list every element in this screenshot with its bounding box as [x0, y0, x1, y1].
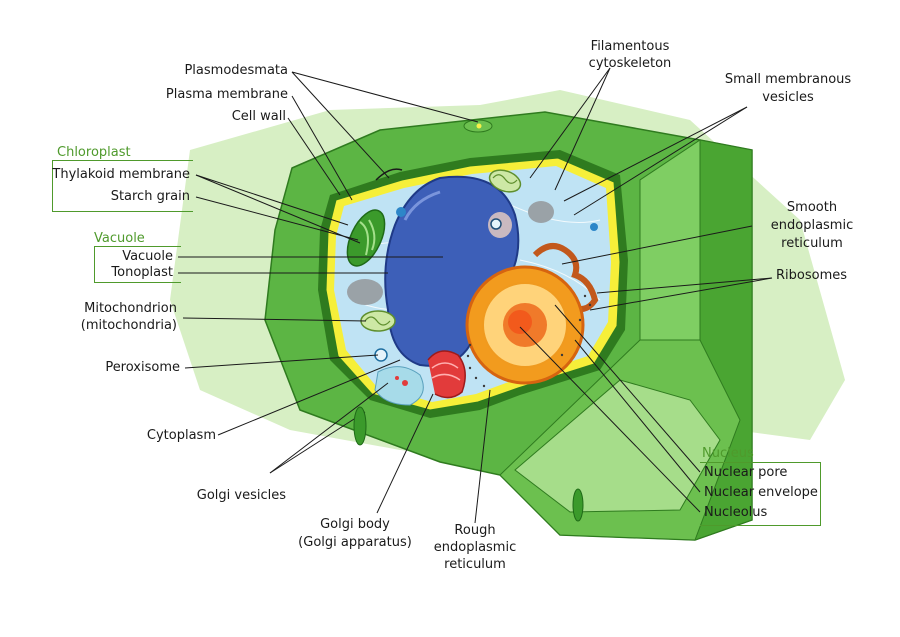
- small-vesicle: [490, 218, 502, 230]
- label-filamentous-1: Filamentous: [590, 39, 670, 54]
- label-filamentous-2: cytoskeleton: [588, 56, 672, 71]
- label-nucleolus: Nucleolus: [704, 505, 768, 520]
- label-mitochondrion: Mitochondrion: [84, 301, 177, 316]
- label-peroxisome: Peroxisome: [105, 360, 180, 375]
- label-mitochondria: (mitochondria): [80, 318, 177, 333]
- label-nucleus-group: Nucleus: [702, 446, 754, 461]
- golgi-body: [427, 350, 466, 399]
- wall-chloroplast: [572, 488, 584, 522]
- label-golgi-vesicles: Golgi vesicles: [196, 488, 286, 503]
- label-small-vesicles-1: Small membranous: [724, 72, 852, 87]
- smooth-er: [532, 243, 599, 312]
- mitochondrion-2: [488, 169, 522, 193]
- mitochondrion: [360, 310, 396, 332]
- label-chloroplast-group: Chloroplast: [57, 145, 131, 160]
- label-smooth-er-1: Smooth: [786, 200, 838, 215]
- label-golgi-apparatus: (Golgi apparatus): [298, 535, 412, 550]
- grey-vesicle: [347, 279, 383, 305]
- label-nuclear-pore: Nuclear pore: [704, 465, 788, 480]
- label-vacuole-group: Vacuole: [94, 231, 145, 246]
- nucleus-group-box: [700, 462, 821, 526]
- small-vesicle: [396, 207, 406, 217]
- label-vacuole: Vacuole: [122, 249, 173, 264]
- vacuole-group-box: [94, 246, 181, 283]
- label-golgi-body: Golgi body: [320, 517, 390, 532]
- label-nuclear-envelope: Nuclear envelope: [704, 485, 818, 500]
- label-plasmodesmata: Plasmodesmata: [184, 63, 288, 78]
- nucleus: [465, 265, 585, 385]
- chloroplast-group-box: [52, 160, 193, 212]
- leader-lines: [178, 67, 773, 524]
- label-plasma-membrane: Plasma membrane: [165, 87, 288, 102]
- label-cytoplasm: Cytoplasm: [146, 428, 216, 443]
- small-vesicle: [590, 223, 598, 231]
- label-small-vesicles-2: vesicles: [762, 90, 814, 105]
- label-tonoplast: Tonoplast: [111, 265, 173, 280]
- label-rough-er-2: endoplasmic: [433, 540, 517, 555]
- golgi-vesicle-lump: [374, 366, 424, 406]
- label-thylakoid-membrane: Thylakoid membrane: [52, 167, 190, 182]
- tonoplast-highlight: [403, 190, 441, 221]
- label-rough-er-3: reticulum: [444, 557, 506, 572]
- ribosome-dots: [466, 294, 592, 388]
- plasmodesmata-dot: [476, 123, 482, 129]
- label-ribosomes: Ribosomes: [776, 268, 848, 283]
- label-cell-wall: Cell wall: [231, 109, 286, 124]
- chloroplast: [346, 209, 386, 267]
- label-smooth-er-2: endoplasmic: [770, 218, 854, 233]
- label-rough-er-1: Rough: [454, 523, 496, 538]
- plasmodesma-channel: [375, 168, 403, 181]
- wall-chloroplast: [353, 406, 367, 446]
- label-smooth-er-3: reticulum: [781, 236, 843, 251]
- grey-vesicle: [528, 201, 554, 223]
- label-starch-grain: Starch grain: [110, 189, 190, 204]
